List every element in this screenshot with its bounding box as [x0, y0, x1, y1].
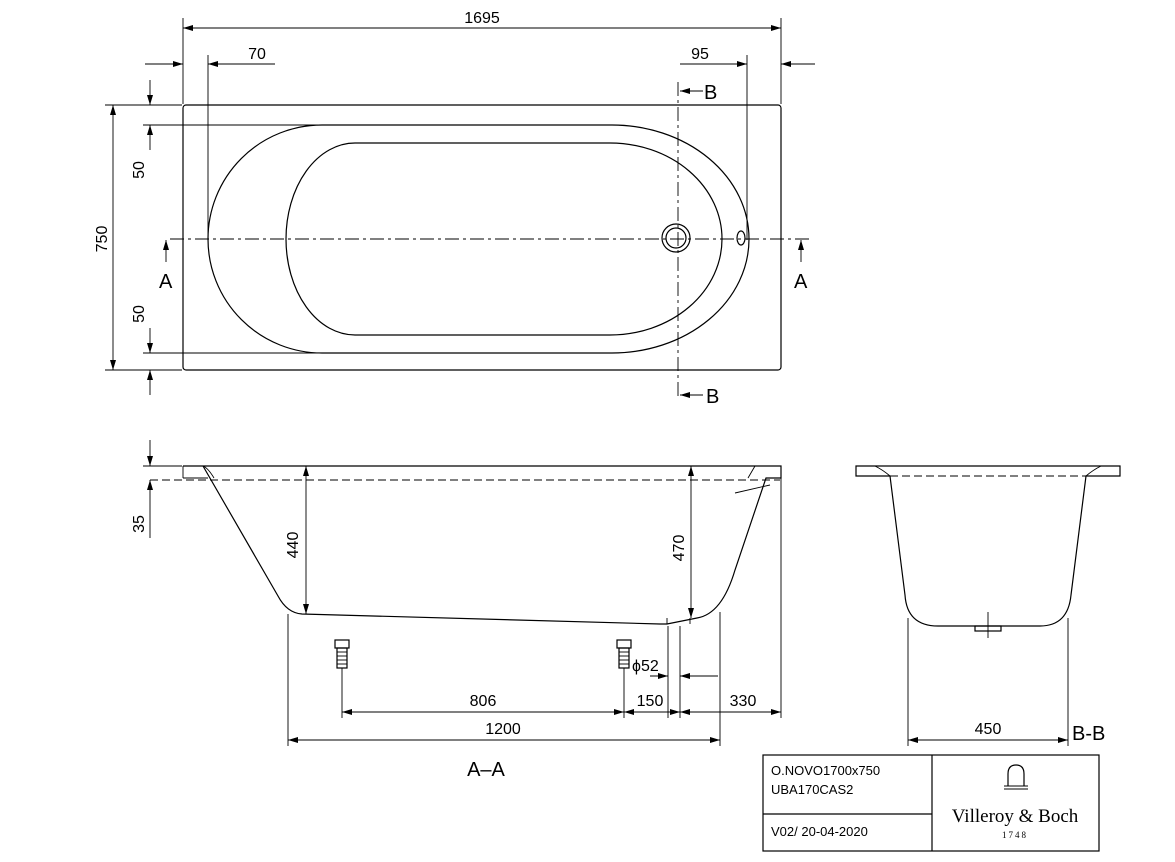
- foot-left: [334, 639, 350, 718]
- dim-rim-top: 50: [131, 161, 148, 179]
- dim-foot-to-waste: 150: [637, 693, 664, 710]
- section-aa-view: 35 440 470: [131, 440, 782, 781]
- section-b-top: B: [704, 82, 717, 104]
- dim-overall-width: 750: [94, 226, 111, 253]
- section-bb-profile: [855, 465, 1121, 627]
- dim-foot-spacing: 806: [470, 693, 497, 710]
- dim-end-width: 450: [975, 721, 1002, 738]
- dim-rim-bottom: 50: [131, 305, 148, 323]
- drain-outer: [661, 223, 691, 253]
- section-aa-profile: [183, 465, 782, 625]
- overflow-hole: [736, 230, 746, 246]
- brand-year: 1748: [1002, 830, 1028, 840]
- title-block: O.NOVO1700x750 UBA170CAS2 V02/ 20-04-202…: [762, 754, 1100, 852]
- version-date: V02/ 20-04-2020: [771, 824, 868, 839]
- bathtub-outline: [182, 104, 782, 371]
- dim-depth-right: 470: [671, 535, 688, 562]
- section-bb-view: 450 B-B: [855, 465, 1121, 746]
- bathtub-basin: [285, 142, 723, 336]
- dim-waste-to-end: 330: [730, 693, 757, 710]
- dim-right-offset: 95: [691, 46, 709, 63]
- model-name: O.NOVO1700x750: [771, 763, 880, 778]
- section-a-left: A: [159, 271, 173, 293]
- drain-inner: [665, 227, 687, 249]
- brand-name: Villeroy & Boch: [952, 806, 1079, 827]
- dim-waste-diameter: ϕ52: [632, 658, 659, 675]
- bathtub-rim-inner: [207, 124, 750, 354]
- dim-left-offset: 70: [248, 46, 266, 63]
- brand-logo-icon: [1004, 764, 1028, 790]
- model-code: UBA170CAS2: [771, 782, 853, 797]
- foot-right: [616, 639, 632, 718]
- section-bb-label: B-B: [1072, 723, 1105, 745]
- section-aa-label: A–A: [467, 759, 505, 781]
- plan-view: 1695 70 95 750 50 50 A A B: [94, 10, 815, 408]
- dim-base-length: 1200: [485, 721, 521, 738]
- dim-depth-left: 440: [285, 532, 302, 559]
- section-a-right: A: [794, 271, 808, 293]
- dim-rim-height: 35: [131, 515, 148, 533]
- dim-overall-length: 1695: [464, 10, 500, 27]
- section-b-bottom: B: [706, 386, 719, 408]
